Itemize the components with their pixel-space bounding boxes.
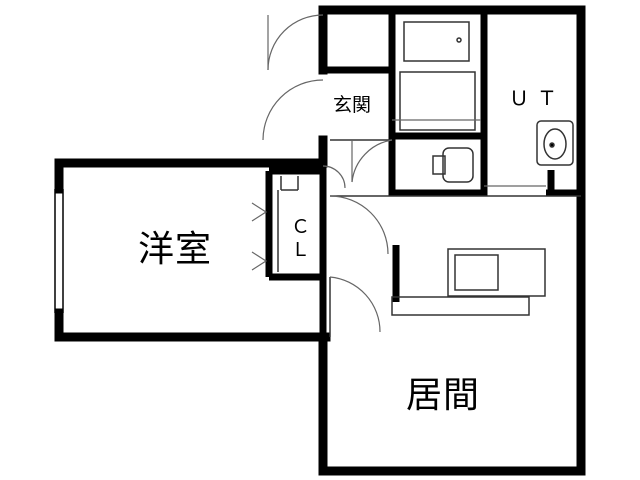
interior-walls xyxy=(265,10,581,337)
kitchen-counter xyxy=(447,248,546,297)
toilet xyxy=(442,147,474,183)
room-label-cl: ＣＬ xyxy=(291,216,311,261)
shower-area xyxy=(399,71,476,131)
toilet-door-swing xyxy=(351,139,393,183)
kyoma-door-swing xyxy=(329,276,381,333)
closet-door-upper xyxy=(251,202,268,222)
kitchen-sink xyxy=(454,254,499,291)
bathtub xyxy=(403,21,470,62)
genkan-door-swing xyxy=(262,79,324,141)
room-label-genkan: 玄関 xyxy=(333,94,372,116)
entry-door-swing xyxy=(267,14,324,71)
closet-door-lower xyxy=(251,251,268,271)
exterior-walls xyxy=(54,5,586,476)
washbasin xyxy=(536,120,574,166)
room-label-youshitsu: 洋室 xyxy=(138,229,213,270)
doors xyxy=(251,14,546,333)
counter xyxy=(391,296,530,316)
youshitsu-door-swing xyxy=(329,195,389,255)
room-label-ut: ＵＴ xyxy=(509,86,565,110)
room-label-kyoma: 居間 xyxy=(406,375,481,416)
fixtures xyxy=(277,21,581,337)
window xyxy=(54,189,64,313)
